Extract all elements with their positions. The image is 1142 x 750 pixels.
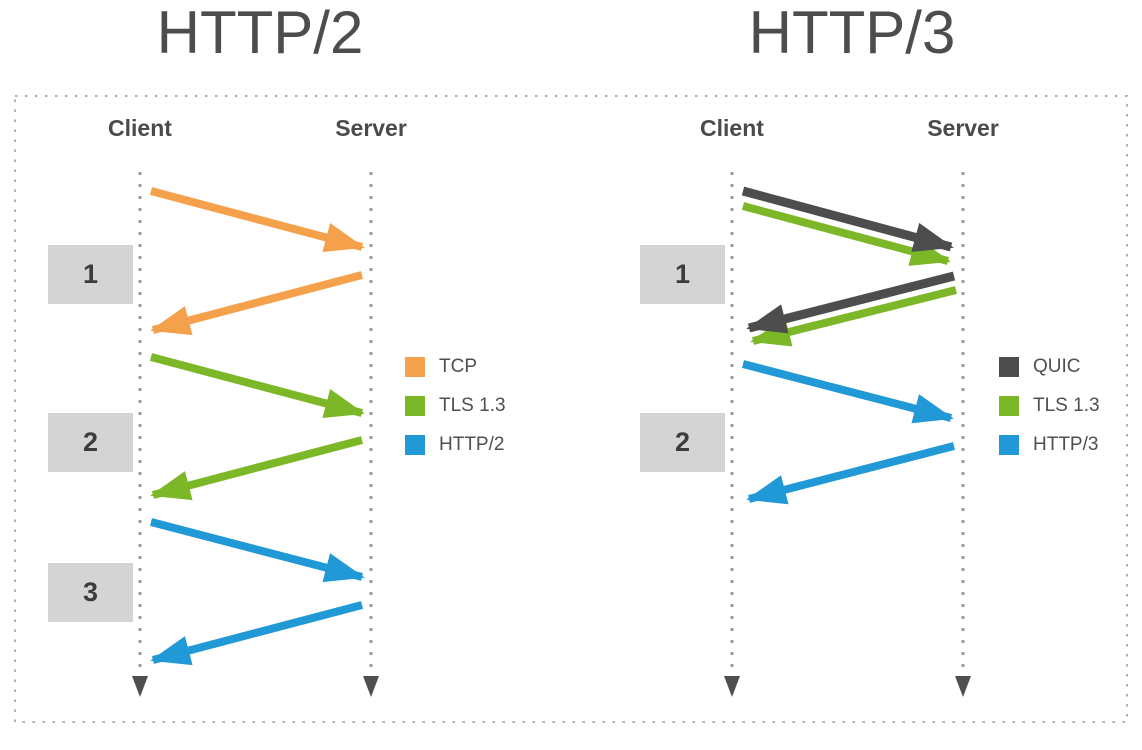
- http3-swatch-icon: [999, 435, 1019, 455]
- http2-tls-request-arrow: [149, 353, 365, 419]
- http2-request-arrow: [149, 518, 365, 583]
- http2-server-lifeline-arrow-icon: [363, 676, 379, 697]
- legend-item-http3: HTTP/3: [999, 434, 1100, 455]
- legend-item-quic: QUIC: [999, 356, 1100, 377]
- http3-response-arrow: [746, 442, 956, 505]
- legend-label-http2: HTTP/2: [439, 434, 505, 455]
- http3-server-lifeline-arrow-icon: [955, 676, 971, 697]
- http3-step-1-badge: 1: [640, 245, 725, 304]
- http3-quic-request-arrow: [741, 186, 954, 252]
- http2-server-label: Server: [335, 115, 407, 141]
- frame-border: [14, 95, 1128, 723]
- http2-step-1-badge: 1: [48, 245, 133, 304]
- http2-client-lifeline-arrow-icon: [132, 676, 148, 697]
- http2-legend: TCP TLS 1.3 HTTP/2: [405, 356, 506, 455]
- http3-quic-response-arrow: [746, 271, 956, 334]
- tls13-swatch-icon: [999, 396, 1019, 416]
- http2-step-3-badge: 3: [48, 563, 133, 622]
- http2-tcp-request-arrow: [149, 187, 365, 253]
- http2-client-label: Client: [108, 115, 172, 141]
- http2-swatch-icon: [405, 435, 425, 455]
- legend-label-tls13: TLS 1.3: [1033, 395, 1100, 416]
- tls13-swatch-icon: [405, 396, 425, 416]
- legend-item-tcp: TCP: [405, 356, 506, 377]
- http3-client-lifeline-arrow-icon: [724, 676, 740, 697]
- http2-title: HTTP/2: [156, 0, 364, 66]
- quic-swatch-icon: [999, 357, 1019, 377]
- legend-label-tls13: TLS 1.3: [439, 395, 506, 416]
- http3-title: HTTP/3: [748, 0, 956, 66]
- http3-tls-request-arrow: [741, 202, 951, 266]
- legend-label-http3: HTTP/3: [1033, 434, 1099, 455]
- legend-label-quic: QUIC: [1033, 356, 1081, 377]
- http2-response-arrow: [150, 601, 364, 666]
- tcp-swatch-icon: [405, 357, 425, 377]
- http3-step-2-badge: 2: [640, 413, 725, 472]
- http3-tls-response-arrow: [750, 286, 957, 347]
- http3-legend: QUIC TLS 1.3 HTTP/3: [999, 356, 1100, 455]
- http2-tcp-response-arrow: [150, 271, 364, 336]
- legend-item-tls13: TLS 1.3: [405, 395, 506, 416]
- http3-client-label: Client: [700, 115, 764, 141]
- legend-label-tcp: TCP: [439, 356, 477, 377]
- http2-tls-response-arrow: [150, 436, 364, 501]
- legend-item-http2: HTTP/2: [405, 434, 506, 455]
- http3-request-arrow: [741, 360, 954, 424]
- http3-server-label: Server: [927, 115, 999, 141]
- legend-item-tls13: TLS 1.3: [999, 395, 1100, 416]
- http2-step-2-badge: 2: [48, 413, 133, 472]
